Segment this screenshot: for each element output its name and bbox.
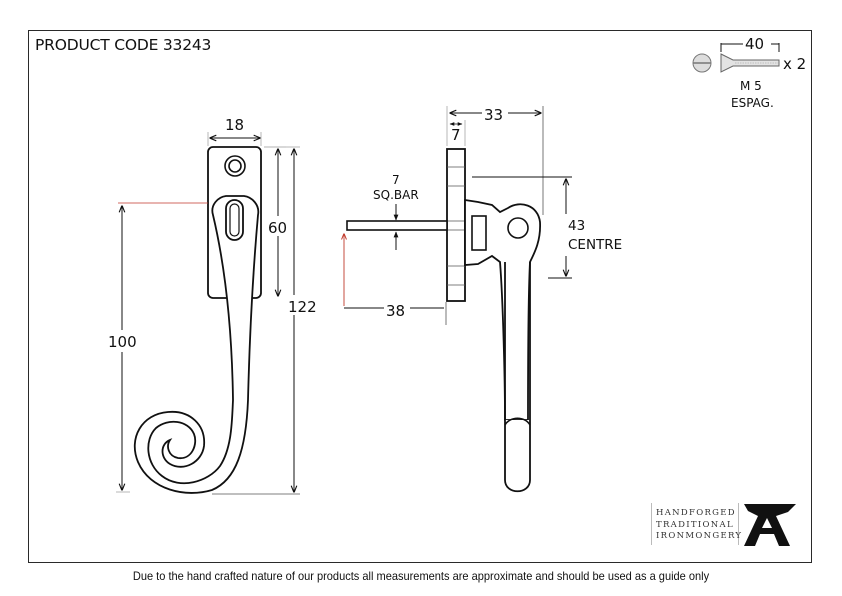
side-view: 33 7 7 SQ.BAR 38 43 CENTRE: [344, 104, 630, 493]
product-code-label: PRODUCT CODE 33243: [35, 36, 212, 54]
drawing-frame: [28, 30, 812, 563]
handle-body: [133, 195, 260, 494]
boss-slot: [471, 215, 487, 251]
brand-text: HANDFORGED TRADITIONAL IRONMONGERY: [656, 508, 742, 543]
backplate-height-dimension: 60: [268, 219, 287, 237]
front-view: 18 60 122 100: [106, 116, 317, 495]
screw-thread: M 5: [740, 79, 762, 93]
pivot-circle: [507, 217, 529, 239]
centre-dimension: 43: [568, 218, 585, 234]
disclaimer: Due to the hand crafted nature of our pr…: [132, 569, 710, 583]
screw-quantity: x 2: [783, 55, 806, 73]
backplate-side: [446, 148, 466, 302]
width-dimension: 18: [225, 116, 244, 134]
grip-end: [504, 420, 531, 493]
bar-size-dimension: 7: [392, 173, 400, 187]
screw-length-dimension: 40: [745, 35, 764, 53]
fixings: 40 x 2 M 5 ESPAG.: [692, 34, 806, 110]
bar-label: SQ.BAR: [373, 188, 419, 202]
handle-boss: [464, 198, 541, 421]
fixing-hole: [224, 155, 246, 177]
brand-divider: [651, 503, 652, 545]
anvil-logo-icon: [744, 504, 796, 546]
screw-type: ESPAG.: [731, 96, 774, 110]
backplate-thickness-dimension: 7: [451, 126, 461, 144]
brand-line-2: TRADITIONAL: [656, 519, 734, 530]
brand-line-1: HANDFORGED: [656, 508, 736, 518]
brand-line-3: IRONMONGERY: [656, 531, 743, 541]
handle-drop-dimension: 100: [108, 333, 137, 351]
projection-dimension: 33: [484, 106, 503, 124]
brand-divider: [738, 503, 739, 545]
square-bar-spindle: [346, 220, 448, 231]
centre-label: CENTRE: [568, 237, 622, 253]
spindle-slot: [225, 199, 244, 241]
bar-length-dimension: 38: [386, 302, 405, 320]
overall-height-dimension: 122: [288, 298, 317, 316]
